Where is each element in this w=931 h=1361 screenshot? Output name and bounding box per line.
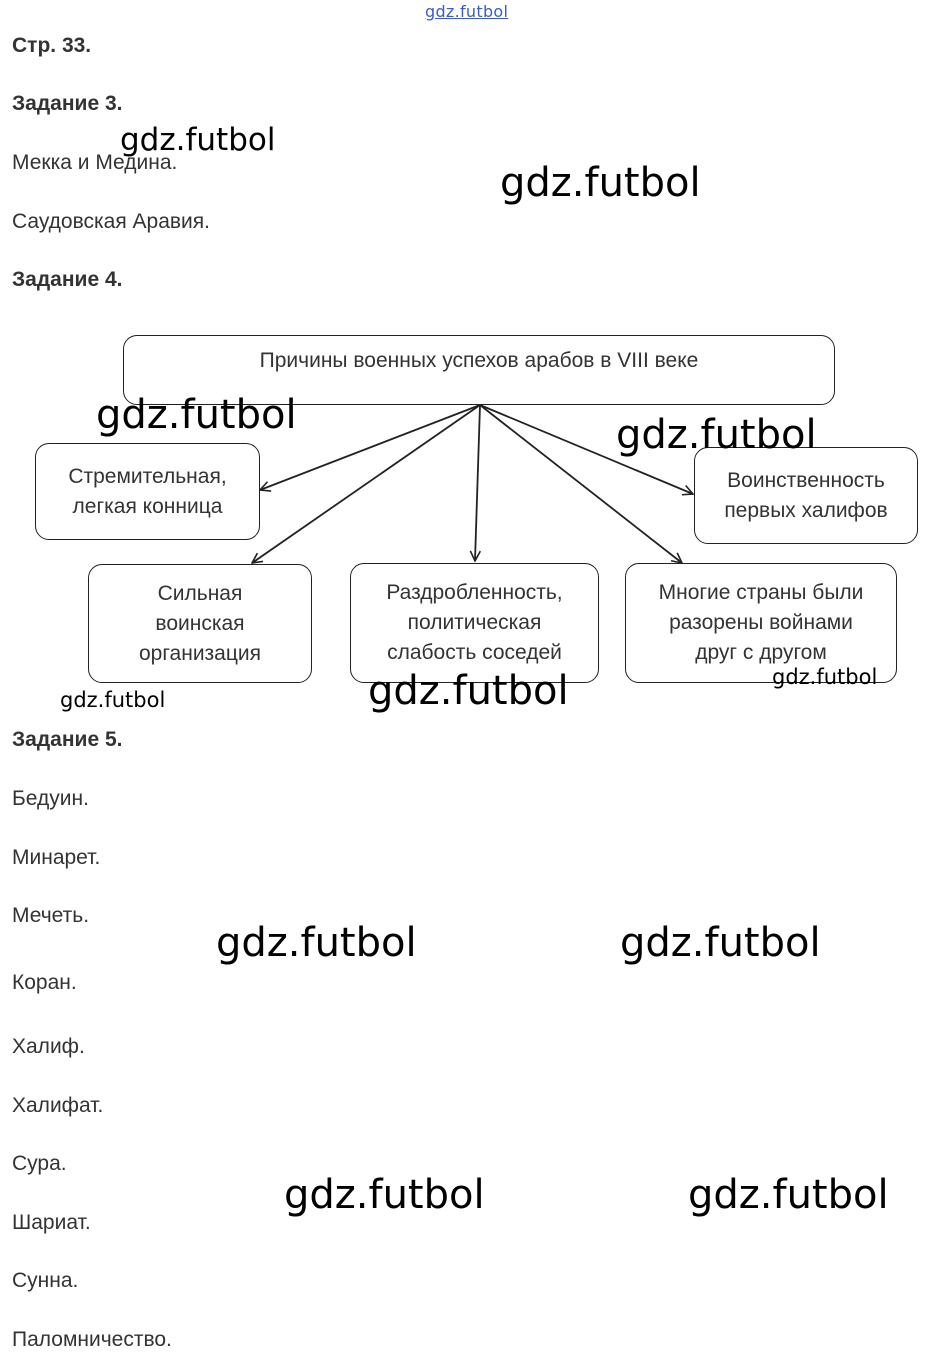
watermark: gdz.futbol — [216, 920, 417, 966]
arrow-to-organization — [252, 404, 481, 563]
diagram-node-ruined-countries: Многие страны были разорены войнами друг… — [625, 563, 897, 683]
diagram-arrows — [0, 404, 931, 720]
watermark: gdz.futbol — [688, 1172, 889, 1218]
task3-answer-2: Саудовская Аравия. — [12, 210, 210, 233]
watermark: gdz.futbol — [620, 920, 821, 966]
arrow-to-fragmentation — [475, 404, 480, 561]
arrow-to-cavalry — [260, 404, 481, 490]
diagram-node-label: Сильная воинская организация — [138, 581, 261, 665]
diagram-node-caliphs: Воинственность первых халифов — [694, 447, 918, 544]
diagram-node-fragmentation: Раздробленность, политическая слабость с… — [350, 563, 599, 683]
task5-term-9: Сунна. — [12, 1269, 79, 1292]
task3-heading: Задание 3. — [12, 92, 123, 115]
task5-term-7: Сура. — [12, 1152, 67, 1175]
task5-term-4: Коран. — [12, 971, 77, 994]
task3-answer-1: Мекка и Медина. — [12, 151, 178, 174]
diagram-node-cavalry: Стремительная, легкая конница — [35, 443, 260, 540]
watermark: gdz.futbol — [772, 665, 878, 689]
watermark: gdz.futbol — [284, 1172, 485, 1218]
diagram-root-label: Причины военных успехов арабов в VIII ве… — [259, 349, 699, 372]
diagram-node-organization: Сильная воинская организация — [88, 564, 312, 683]
watermark: gdz.futbol — [500, 160, 701, 206]
task5-term-6: Халифат. — [12, 1094, 104, 1117]
task5-term-10: Паломничество. — [12, 1328, 172, 1351]
watermark: gdz.futbol — [96, 392, 297, 438]
diagram-root-box: Причины военных успехов арабов в VIII ве… — [123, 335, 835, 405]
top-watermark-link[interactable]: gdz.futbol — [425, 2, 509, 21]
task5-heading: Задание 5. — [12, 728, 123, 751]
watermark: gdz.futbol — [616, 412, 817, 458]
diagram-node-label: Многие страны были разорены войнами друг… — [658, 581, 864, 664]
task5-term-3: Мечеть. — [12, 904, 90, 927]
diagram-node-label: Воинственность первых халифов — [724, 468, 888, 522]
arrow-to-ruined-countries — [479, 404, 682, 563]
diagram-node-label: Раздробленность, политическая слабость с… — [386, 581, 563, 664]
watermark: gdz.futbol — [60, 688, 166, 712]
task5-term-5: Халиф. — [12, 1035, 85, 1058]
arrow-to-caliphs — [479, 404, 693, 494]
task5-term-2: Минарет. — [12, 846, 101, 869]
task5-term-8: Шариат. — [12, 1211, 91, 1234]
task4-heading: Задание 4. — [12, 268, 123, 291]
diagram-node-label: Стремительная, легкая конница — [68, 464, 227, 518]
task5-term-1: Бедуин. — [12, 787, 89, 810]
watermark: gdz.futbol — [368, 668, 569, 714]
page-reference: Стр. 33. — [12, 34, 92, 57]
watermark: gdz.futbol — [120, 122, 276, 158]
